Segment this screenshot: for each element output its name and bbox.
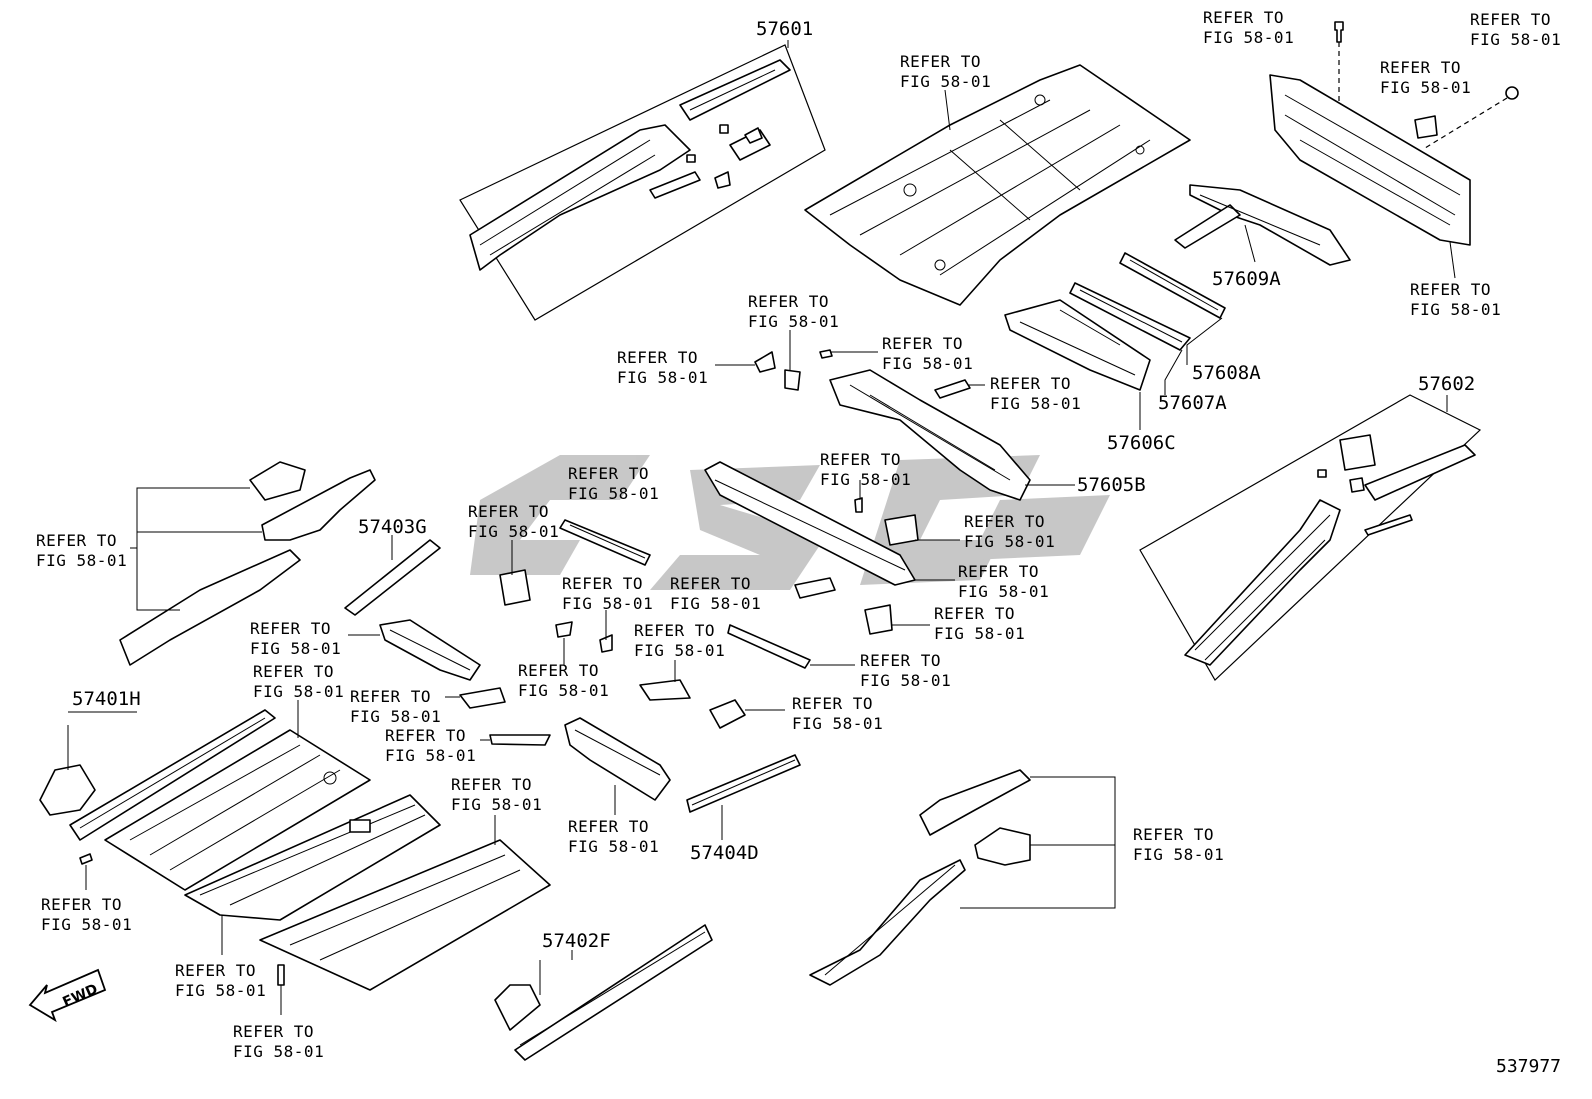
refer-label-bottom-right[interactable]: REFER TO FIG 58-01 [1133, 825, 1225, 864]
refer-label-bracket-d[interactable]: REFER TO FIG 58-01 [468, 502, 560, 541]
refer-label-plug[interactable]: REFER TO FIG 58-01 [41, 895, 133, 934]
refer-label-pin[interactable]: REFER TO FIG 58-01 [820, 450, 912, 489]
refer-label-mount-a[interactable]: REFER TO FIG 58-01 [964, 512, 1056, 551]
refer-label-center-plate[interactable]: REFER TO FIG 58-01 [882, 334, 974, 373]
part-number-57609A[interactable]: 57609A [1212, 268, 1281, 290]
refer-label-rail-strip[interactable]: REFER TO FIG 58-01 [568, 464, 660, 503]
refer-label-plate-h[interactable]: REFER TO FIG 58-01 [385, 726, 477, 765]
part-number-57601[interactable]: 57601 [756, 18, 814, 40]
refer-label-nut[interactable]: REFER TO FIG 58-01 [1470, 10, 1562, 49]
rear-floor-pan [804, 64, 1191, 306]
part-number-57403G[interactable]: 57403G [358, 516, 427, 538]
diagram-id: 537977 [1496, 1056, 1562, 1077]
watermark [470, 455, 1110, 590]
part-number-57402F[interactable]: 57402F [542, 930, 611, 952]
refer-label-clip[interactable]: REFER TO FIG 58-01 [1380, 58, 1472, 97]
center-bottom-parts [564, 717, 801, 840]
left-mid-parts [119, 461, 855, 746]
part-number-57608A[interactable]: 57608A [1192, 362, 1261, 384]
part-number-57606C[interactable]: 57606C [1107, 432, 1176, 454]
refer-label-floor-pan[interactable]: REFER TO FIG 58-01 [900, 52, 992, 91]
refer-label-left-bracket[interactable]: REFER TO FIG 58-01 [617, 348, 709, 387]
rear-panel-group [1174, 21, 1519, 279]
refer-label-gusset[interactable]: REFER TO FIG 58-01 [670, 574, 762, 613]
part-number-57607A[interactable]: 57607A [1158, 392, 1227, 414]
refer-label-bolt-bottom[interactable]: REFER TO FIG 58-01 [233, 1022, 325, 1061]
refer-label-grommet[interactable]: REFER TO FIG 58-01 [562, 574, 654, 613]
refer-label-bracket-set[interactable]: REFER TO FIG 58-01 [250, 619, 342, 658]
crossmember-stack [1004, 252, 1226, 430]
crossmember-57605B [715, 330, 1075, 501]
front-floor-assembly [39, 700, 713, 1061]
refer-label-clip-f[interactable]: REFER TO FIG 58-01 [518, 661, 610, 700]
part-number-57401H[interactable]: 57401H [72, 688, 141, 710]
refer-label-mount-b[interactable]: REFER TO FIG 58-01 [934, 604, 1026, 643]
refer-label-crossmember-end[interactable]: REFER TO FIG 58-01 [958, 562, 1050, 601]
refer-label-rear-panel[interactable]: REFER TO FIG 58-01 [1410, 280, 1502, 319]
group-57601 [459, 40, 826, 321]
refer-label-left-rails[interactable]: REFER TO FIG 58-01 [36, 531, 128, 570]
part-number-57404D[interactable]: 57404D [690, 842, 759, 864]
refer-label-bolt[interactable]: REFER TO FIG 58-01 [1203, 8, 1295, 47]
bottom-right-group [809, 769, 1116, 986]
refer-label-tunnel[interactable]: REFER TO FIG 58-01 [175, 961, 267, 1000]
group-57602 [1139, 394, 1482, 681]
part-number-57605B[interactable]: 57605B [1077, 474, 1146, 496]
refer-label-rail-plate[interactable]: REFER TO FIG 58-01 [860, 651, 952, 690]
refer-label-floor-front[interactable]: REFER TO FIG 58-01 [253, 662, 345, 701]
refer-label-brace[interactable]: REFER TO FIG 58-01 [990, 374, 1082, 413]
refer-label-plate-g[interactable]: REFER TO FIG 58-01 [350, 687, 442, 726]
center-crossmember [704, 461, 960, 635]
fwd-arrow-icon [28, 968, 107, 1023]
refer-label-upper-bracket[interactable]: REFER TO FIG 58-01 [748, 292, 840, 331]
refer-label-floor-right[interactable]: REFER TO FIG 58-01 [451, 775, 543, 814]
refer-label-frame-member[interactable]: REFER TO FIG 58-01 [568, 817, 660, 856]
refer-label-mount-c[interactable]: REFER TO FIG 58-01 [792, 694, 884, 733]
refer-label-plate-e[interactable]: REFER TO FIG 58-01 [634, 621, 726, 660]
part-number-57602[interactable]: 57602 [1418, 373, 1476, 395]
